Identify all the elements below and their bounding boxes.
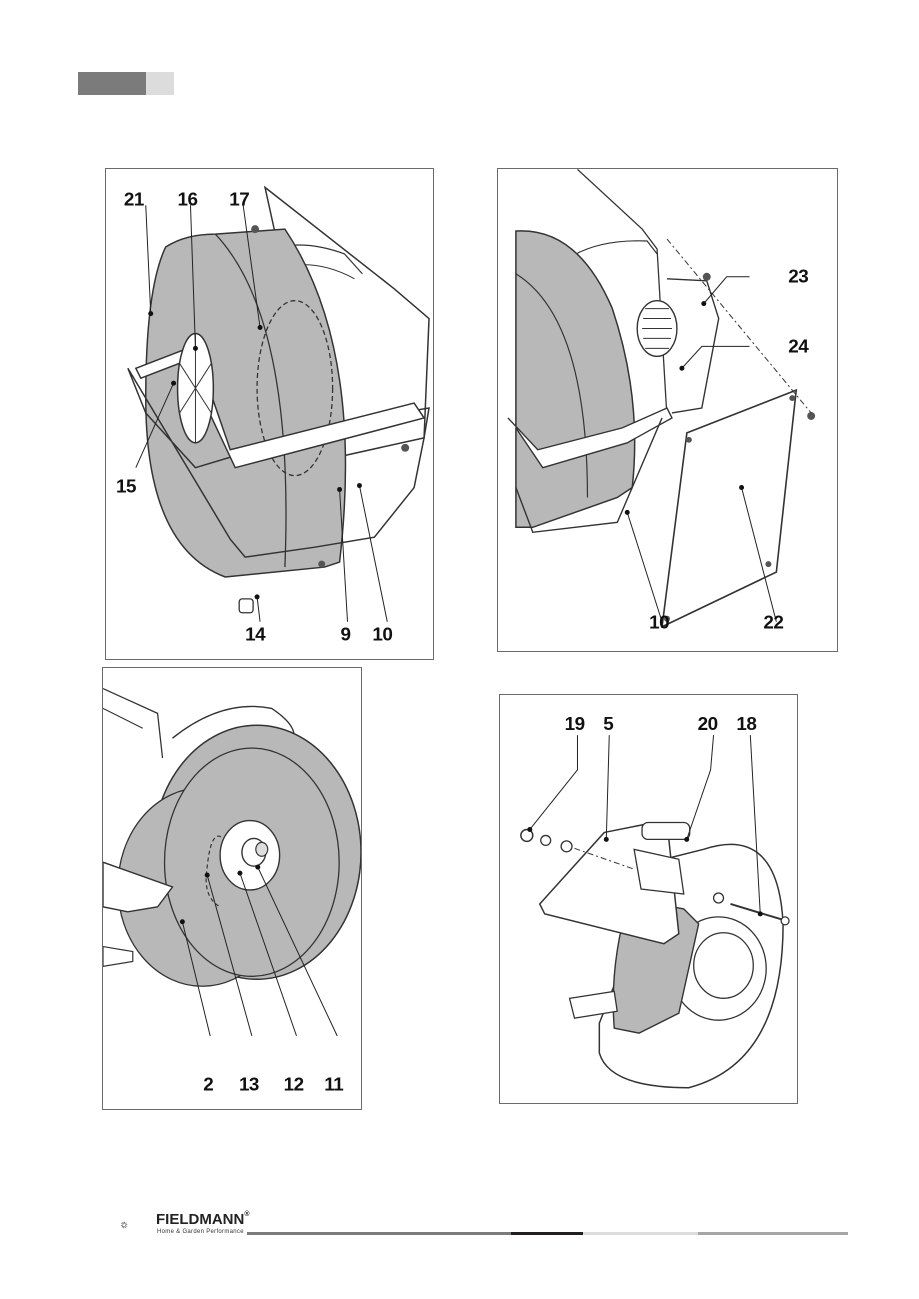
callout-label: 15: [116, 477, 136, 498]
callout-label: 13: [239, 1073, 259, 1094]
callout-label: 10: [372, 625, 392, 646]
footer-bar-segment: [583, 1232, 698, 1235]
illustration-water-tray: 21 16 17 15 14 9 10: [116, 185, 430, 646]
callout-label: 5: [603, 714, 613, 735]
callout-label: 10: [649, 613, 669, 634]
water-tray: [507, 407, 673, 469]
tool-rest: [103, 861, 174, 913]
figure-water-tray-assembly: 21 16 17 15 14 9 10: [105, 168, 434, 660]
callout-label: 20: [698, 714, 718, 735]
screw: [251, 225, 260, 234]
screw: [702, 272, 711, 281]
bolt: [730, 903, 784, 921]
footer-bar-segment: [698, 1232, 848, 1235]
screw: [401, 443, 410, 452]
washer: [540, 834, 552, 847]
figure-dry-wheel-assembly: 2 13 12 11: [102, 667, 362, 1110]
illustration-dry-wheel: 2 13 12 11: [103, 687, 361, 1094]
brand-tagline: Home & Garden Performance: [157, 1229, 244, 1235]
callout-label: 18: [736, 714, 756, 735]
fieldmann-logo: [120, 1221, 128, 1229]
mounting-bracket: [568, 990, 618, 1019]
cover-plate: [661, 388, 798, 629]
callout-label: 14: [245, 625, 266, 646]
header-tab-light: [146, 72, 174, 95]
callout-label: 9: [341, 625, 351, 646]
callout-label: 16: [178, 189, 198, 210]
illustration-eye-shield: 19 5 20 18: [520, 714, 790, 1089]
brand-wordmark: FIELDMANN: [156, 1211, 245, 1228]
callout-label: 2: [203, 1073, 213, 1094]
callout-label: 21: [124, 189, 144, 210]
illustration-gear-cover: 23 24 10 22: [507, 169, 816, 634]
grinding-wheel-wet: [145, 228, 347, 578]
drain-plug: [238, 598, 254, 614]
figure-eye-shield-assembly: 19 5 20 18: [499, 694, 798, 1104]
callout-label: 17: [229, 189, 249, 210]
callout-label: 12: [284, 1073, 304, 1094]
figure-gear-cover-assembly: 23 24 10 22: [497, 168, 838, 652]
screw: [318, 560, 326, 568]
footer-bar-segment: [247, 1232, 511, 1235]
fan-logo-icon: [120, 1221, 128, 1229]
nut: [520, 828, 534, 843]
grinding-wheel-wet: [515, 230, 636, 529]
callout-label: 23: [788, 267, 808, 288]
washer: [712, 892, 725, 904]
hinge: [641, 821, 691, 841]
screw: [807, 411, 816, 420]
callout-label: 19: [565, 714, 585, 735]
footer-bar-segment: [511, 1232, 583, 1235]
header-tab-dark: [78, 72, 146, 95]
callout-label: 11: [324, 1073, 343, 1094]
trademark-symbol: ®: [244, 1211, 250, 1218]
brand-name: FIELDMANN®: [156, 1211, 250, 1228]
callout-label: 22: [763, 613, 783, 634]
washer: [560, 840, 573, 853]
callout-label: 24: [788, 336, 809, 357]
water-tray: [127, 367, 430, 558]
gear-housing: [666, 278, 720, 414]
motor-housing: [103, 687, 164, 759]
